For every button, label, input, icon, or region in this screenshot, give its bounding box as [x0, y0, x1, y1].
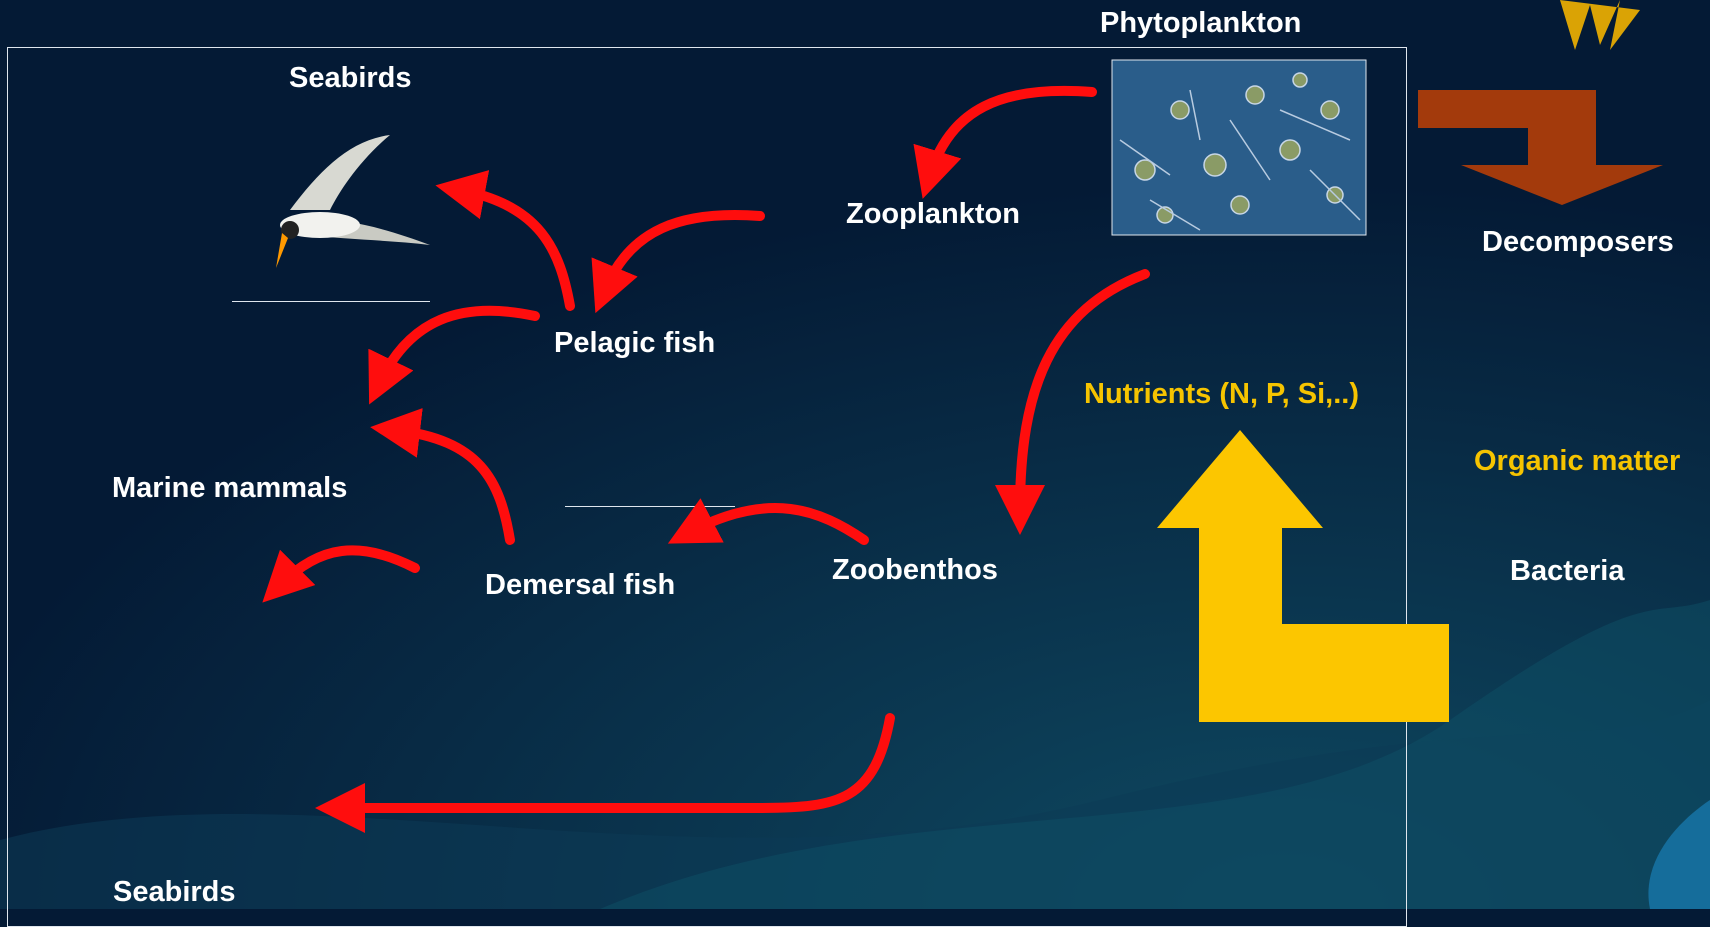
arrow-demersal-to-mammals — [395, 430, 510, 540]
label-zoobenthos: Zoobenthos — [832, 556, 998, 585]
label-organic-matter: Organic matter — [1474, 447, 1680, 476]
arrow-to-decomposers — [1418, 90, 1663, 205]
label-phytoplankton: Phytoplankton — [1100, 9, 1301, 38]
arrow-demersal-to-seal — [280, 550, 415, 585]
arrow-pelagic-to-mammals — [380, 311, 535, 382]
label-zooplankton: Zooplankton — [846, 200, 1020, 229]
label-decomposers: Decomposers — [1482, 228, 1674, 257]
label-marine-mammals: Marine mammals — [112, 474, 347, 503]
label-seabirds-bottom: Seabirds — [113, 878, 236, 907]
arrow-zoobenthos-to-demersal — [690, 508, 864, 540]
arrow-pelagic-to-seabirds — [460, 190, 570, 306]
arrow-zoobenthos-to-seabirds — [340, 718, 890, 808]
label-pelagic-fish: Pelagic fish — [554, 329, 715, 358]
arrow-to-nutrients — [1157, 430, 1449, 722]
arrow-zooplankton-to-pelagic — [605, 215, 760, 290]
label-nutrients: Nutrients (N, P, Si,..) — [1084, 380, 1359, 409]
label-bacteria: Bacteria — [1510, 557, 1624, 586]
label-demersal-fish: Demersal fish — [485, 571, 675, 600]
label-seabirds-top: Seabirds — [289, 64, 412, 93]
arrow-phyto-to-zooplankton — [930, 91, 1092, 175]
